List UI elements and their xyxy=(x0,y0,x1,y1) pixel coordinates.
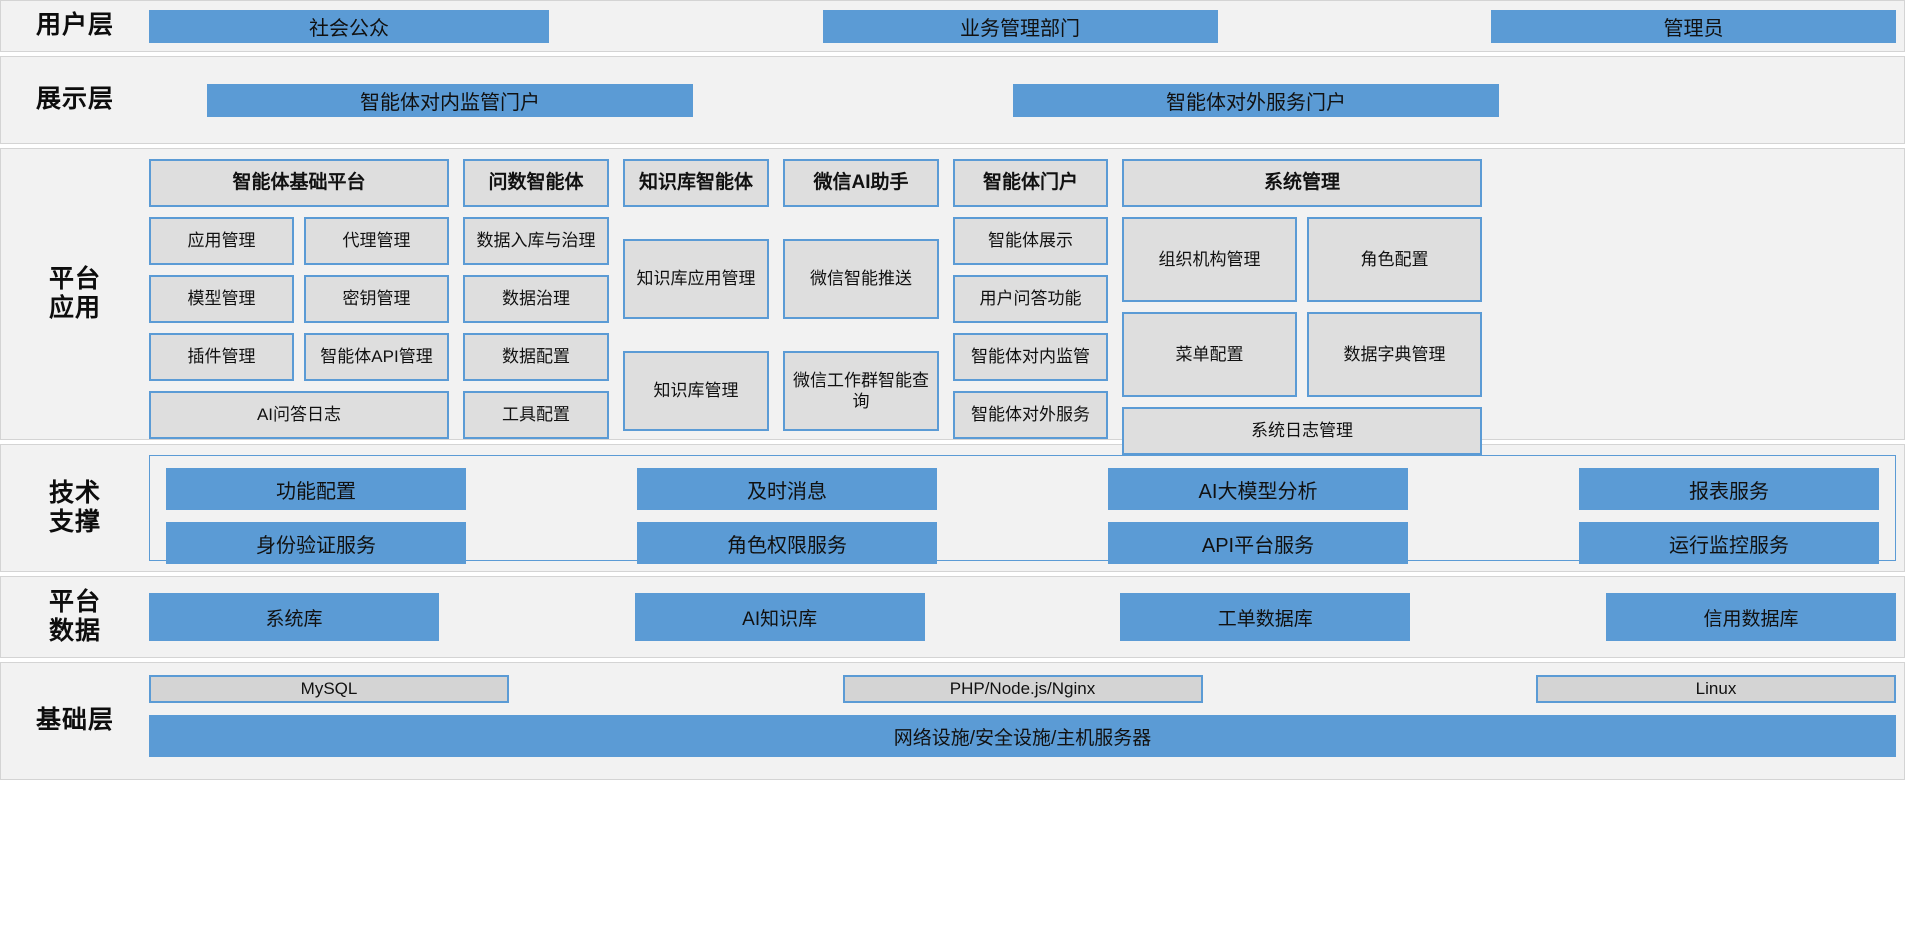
app-item-agent-showcase[interactable]: 智能体展示 xyxy=(953,217,1108,265)
data-item-ai-knowledge-db[interactable]: AI知识库 xyxy=(634,593,925,641)
app-item-data-config[interactable]: 数据配置 xyxy=(463,333,609,381)
data-item-system-db[interactable]: 系统库 xyxy=(149,593,439,641)
data-item-credit-db[interactable]: 信用数据库 xyxy=(1605,593,1896,641)
app-item-model-mgmt[interactable]: 模型管理 xyxy=(149,275,294,323)
app-item-system-log-mgmt[interactable]: 系统日志管理 xyxy=(1122,407,1482,455)
layer-user-body: 社会公众 业务管理部门 管理员 xyxy=(149,1,1904,51)
app-column-data-query-agent: 问数智能体 数据入库与治理 数据治理 数据配置 工具配置 xyxy=(463,159,609,439)
foundation-chip-row: MySQL PHP/Node.js/Nginx Linux xyxy=(149,675,1896,703)
layer-user-label: 用户层 xyxy=(35,11,114,40)
data-item-work-order-db[interactable]: 工单数据库 xyxy=(1120,593,1411,641)
app-row: 模型管理 密钥管理 xyxy=(149,275,449,323)
tech-item-ai-llm-analysis[interactable]: AI大模型分析 xyxy=(1108,468,1408,510)
app-item-kb-application-mgmt[interactable]: 知识库应用管理 xyxy=(623,239,769,319)
layer-platform-application: 平台 应用 智能体基础平台 应用管理 代理管理 模型管理 密钥管理 插件管理 智… xyxy=(0,148,1905,455)
layer-platform-application-label: 平台 应用 xyxy=(48,264,101,323)
app-row: 插件管理 智能体API管理 xyxy=(149,333,449,381)
app-item-tool-config[interactable]: 工具配置 xyxy=(463,391,609,439)
app-item-ai-qa-log[interactable]: AI问答日志 xyxy=(149,391,449,439)
app-column-knowledge-base-agent: 知识库智能体 知识库应用管理 知识库管理 xyxy=(623,159,769,431)
user-box-admin[interactable]: 管理员 xyxy=(1491,9,1896,43)
app-item-agent-mgmt[interactable]: 代理管理 xyxy=(304,217,449,265)
tech-item-runtime-monitor-service[interactable]: 运行监控服务 xyxy=(1579,522,1879,564)
foundation-item-php-node-nginx[interactable]: PHP/Node.js/Nginx xyxy=(842,675,1203,703)
user-box-business-dept[interactable]: 业务管理部门 xyxy=(822,9,1218,43)
app-item-key-mgmt[interactable]: 密钥管理 xyxy=(304,275,449,323)
app-spacer xyxy=(623,217,769,229)
app-row: 应用管理 代理管理 xyxy=(149,217,449,265)
app-spacer xyxy=(783,329,939,341)
tech-item-authentication-service[interactable]: 身份验证服务 xyxy=(166,522,466,564)
app-spacer xyxy=(623,329,769,341)
layer-platform-data: 平台 数据 系统库 AI知识库 工单数据库 信用数据库 xyxy=(0,576,1905,658)
app-item-menu-config[interactable]: 菜单配置 xyxy=(1122,312,1297,397)
app-item-application-mgmt[interactable]: 应用管理 xyxy=(149,217,294,265)
layer-platform-data-body: 系统库 AI知识库 工单数据库 信用数据库 xyxy=(149,577,1904,657)
presentation-box-external-portal[interactable]: 智能体对外服务门户 xyxy=(1013,83,1499,117)
tech-item-report-service[interactable]: 报表服务 xyxy=(1579,468,1879,510)
foundation-item-linux[interactable]: Linux xyxy=(1536,675,1896,703)
layer-platform-application-body: 智能体基础平台 应用管理 代理管理 模型管理 密钥管理 插件管理 智能体API管… xyxy=(149,149,1904,455)
layer-presentation: 展示层 智能体对内监管门户 智能体对外服务门户 xyxy=(0,56,1905,144)
app-column-header[interactable]: 微信AI助手 xyxy=(783,159,939,207)
app-column-header[interactable]: 智能体门户 xyxy=(953,159,1108,207)
app-spacer xyxy=(783,217,939,229)
technical-support-row: 身份验证服务 角色权限服务 API平台服务 运行监控服务 xyxy=(166,522,1879,564)
layer-technical-support-label: 技术 支撑 xyxy=(48,478,101,537)
tech-item-instant-message[interactable]: 及时消息 xyxy=(637,468,937,510)
foundation-item-mysql[interactable]: MySQL xyxy=(149,675,509,703)
app-item-org-mgmt[interactable]: 组织机构管理 xyxy=(1122,217,1297,302)
app-item-agent-external-service[interactable]: 智能体对外服务 xyxy=(953,391,1108,439)
layer-platform-data-label: 平台 数据 xyxy=(48,587,101,646)
layer-foundation: 基础层 MySQL PHP/Node.js/Nginx Linux 网络设施/安… xyxy=(0,662,1905,780)
layer-technical-support: 技术 支撑 功能配置 及时消息 AI大模型分析 报表服务 身份验证服务 角色权限… xyxy=(0,444,1905,572)
tech-item-role-permission-service[interactable]: 角色权限服务 xyxy=(637,522,937,564)
app-item-data-governance[interactable]: 数据治理 xyxy=(463,275,609,323)
presentation-box-internal-portal[interactable]: 智能体对内监管门户 xyxy=(207,83,693,117)
app-column-agent-base-platform: 智能体基础平台 应用管理 代理管理 模型管理 密钥管理 插件管理 智能体API管… xyxy=(149,159,449,439)
app-row: 组织机构管理 角色配置 xyxy=(1122,217,1482,302)
user-box-public[interactable]: 社会公众 xyxy=(149,9,549,43)
layer-technical-support-body: 功能配置 及时消息 AI大模型分析 报表服务 身份验证服务 角色权限服务 API… xyxy=(149,445,1904,571)
app-item-plugin-mgmt[interactable]: 插件管理 xyxy=(149,333,294,381)
app-column-system-management: 系统管理 组织机构管理 角色配置 菜单配置 数据字典管理 系统日志管理 xyxy=(1122,159,1482,455)
app-item-user-qa[interactable]: 用户问答功能 xyxy=(953,275,1108,323)
app-item-wechat-group-query[interactable]: 微信工作群智能查询 xyxy=(783,351,939,431)
app-row: 菜单配置 数据字典管理 xyxy=(1122,312,1482,397)
app-column-agent-portal: 智能体门户 智能体展示 用户问答功能 智能体对内监管 智能体对外服务 xyxy=(953,159,1108,439)
app-item-data-dictionary-mgmt[interactable]: 数据字典管理 xyxy=(1307,312,1482,397)
layer-presentation-label: 展示层 xyxy=(35,85,114,114)
tech-item-function-config[interactable]: 功能配置 xyxy=(166,468,466,510)
app-column-header[interactable]: 系统管理 xyxy=(1122,159,1482,207)
layer-foundation-body: MySQL PHP/Node.js/Nginx Linux 网络设施/安全设施/… xyxy=(149,663,1904,779)
app-column-header[interactable]: 智能体基础平台 xyxy=(149,159,449,207)
app-item-wechat-smart-push[interactable]: 微信智能推送 xyxy=(783,239,939,319)
layer-user: 用户层 社会公众 业务管理部门 管理员 xyxy=(0,0,1905,52)
app-item-agent-internal-supervision[interactable]: 智能体对内监管 xyxy=(953,333,1108,381)
app-column-wechat-ai-assistant: 微信AI助手 微信智能推送 微信工作群智能查询 xyxy=(783,159,939,431)
layer-foundation-label: 基础层 xyxy=(35,706,114,735)
technical-support-panel: 功能配置 及时消息 AI大模型分析 报表服务 身份验证服务 角色权限服务 API… xyxy=(149,455,1896,564)
app-column-header[interactable]: 问数智能体 xyxy=(463,159,609,207)
technical-support-row: 功能配置 及时消息 AI大模型分析 报表服务 xyxy=(166,468,1879,510)
app-item-role-config[interactable]: 角色配置 xyxy=(1307,217,1482,302)
app-item-kb-mgmt[interactable]: 知识库管理 xyxy=(623,351,769,431)
tech-item-api-platform-service[interactable]: API平台服务 xyxy=(1108,522,1408,564)
app-column-header[interactable]: 知识库智能体 xyxy=(623,159,769,207)
app-item-data-ingest-governance[interactable]: 数据入库与治理 xyxy=(463,217,609,265)
foundation-item-network-security-host[interactable]: 网络设施/安全设施/主机服务器 xyxy=(149,715,1896,757)
app-item-agent-api-mgmt[interactable]: 智能体API管理 xyxy=(304,333,449,381)
layer-presentation-body: 智能体对内监管门户 智能体对外服务门户 xyxy=(149,57,1904,143)
